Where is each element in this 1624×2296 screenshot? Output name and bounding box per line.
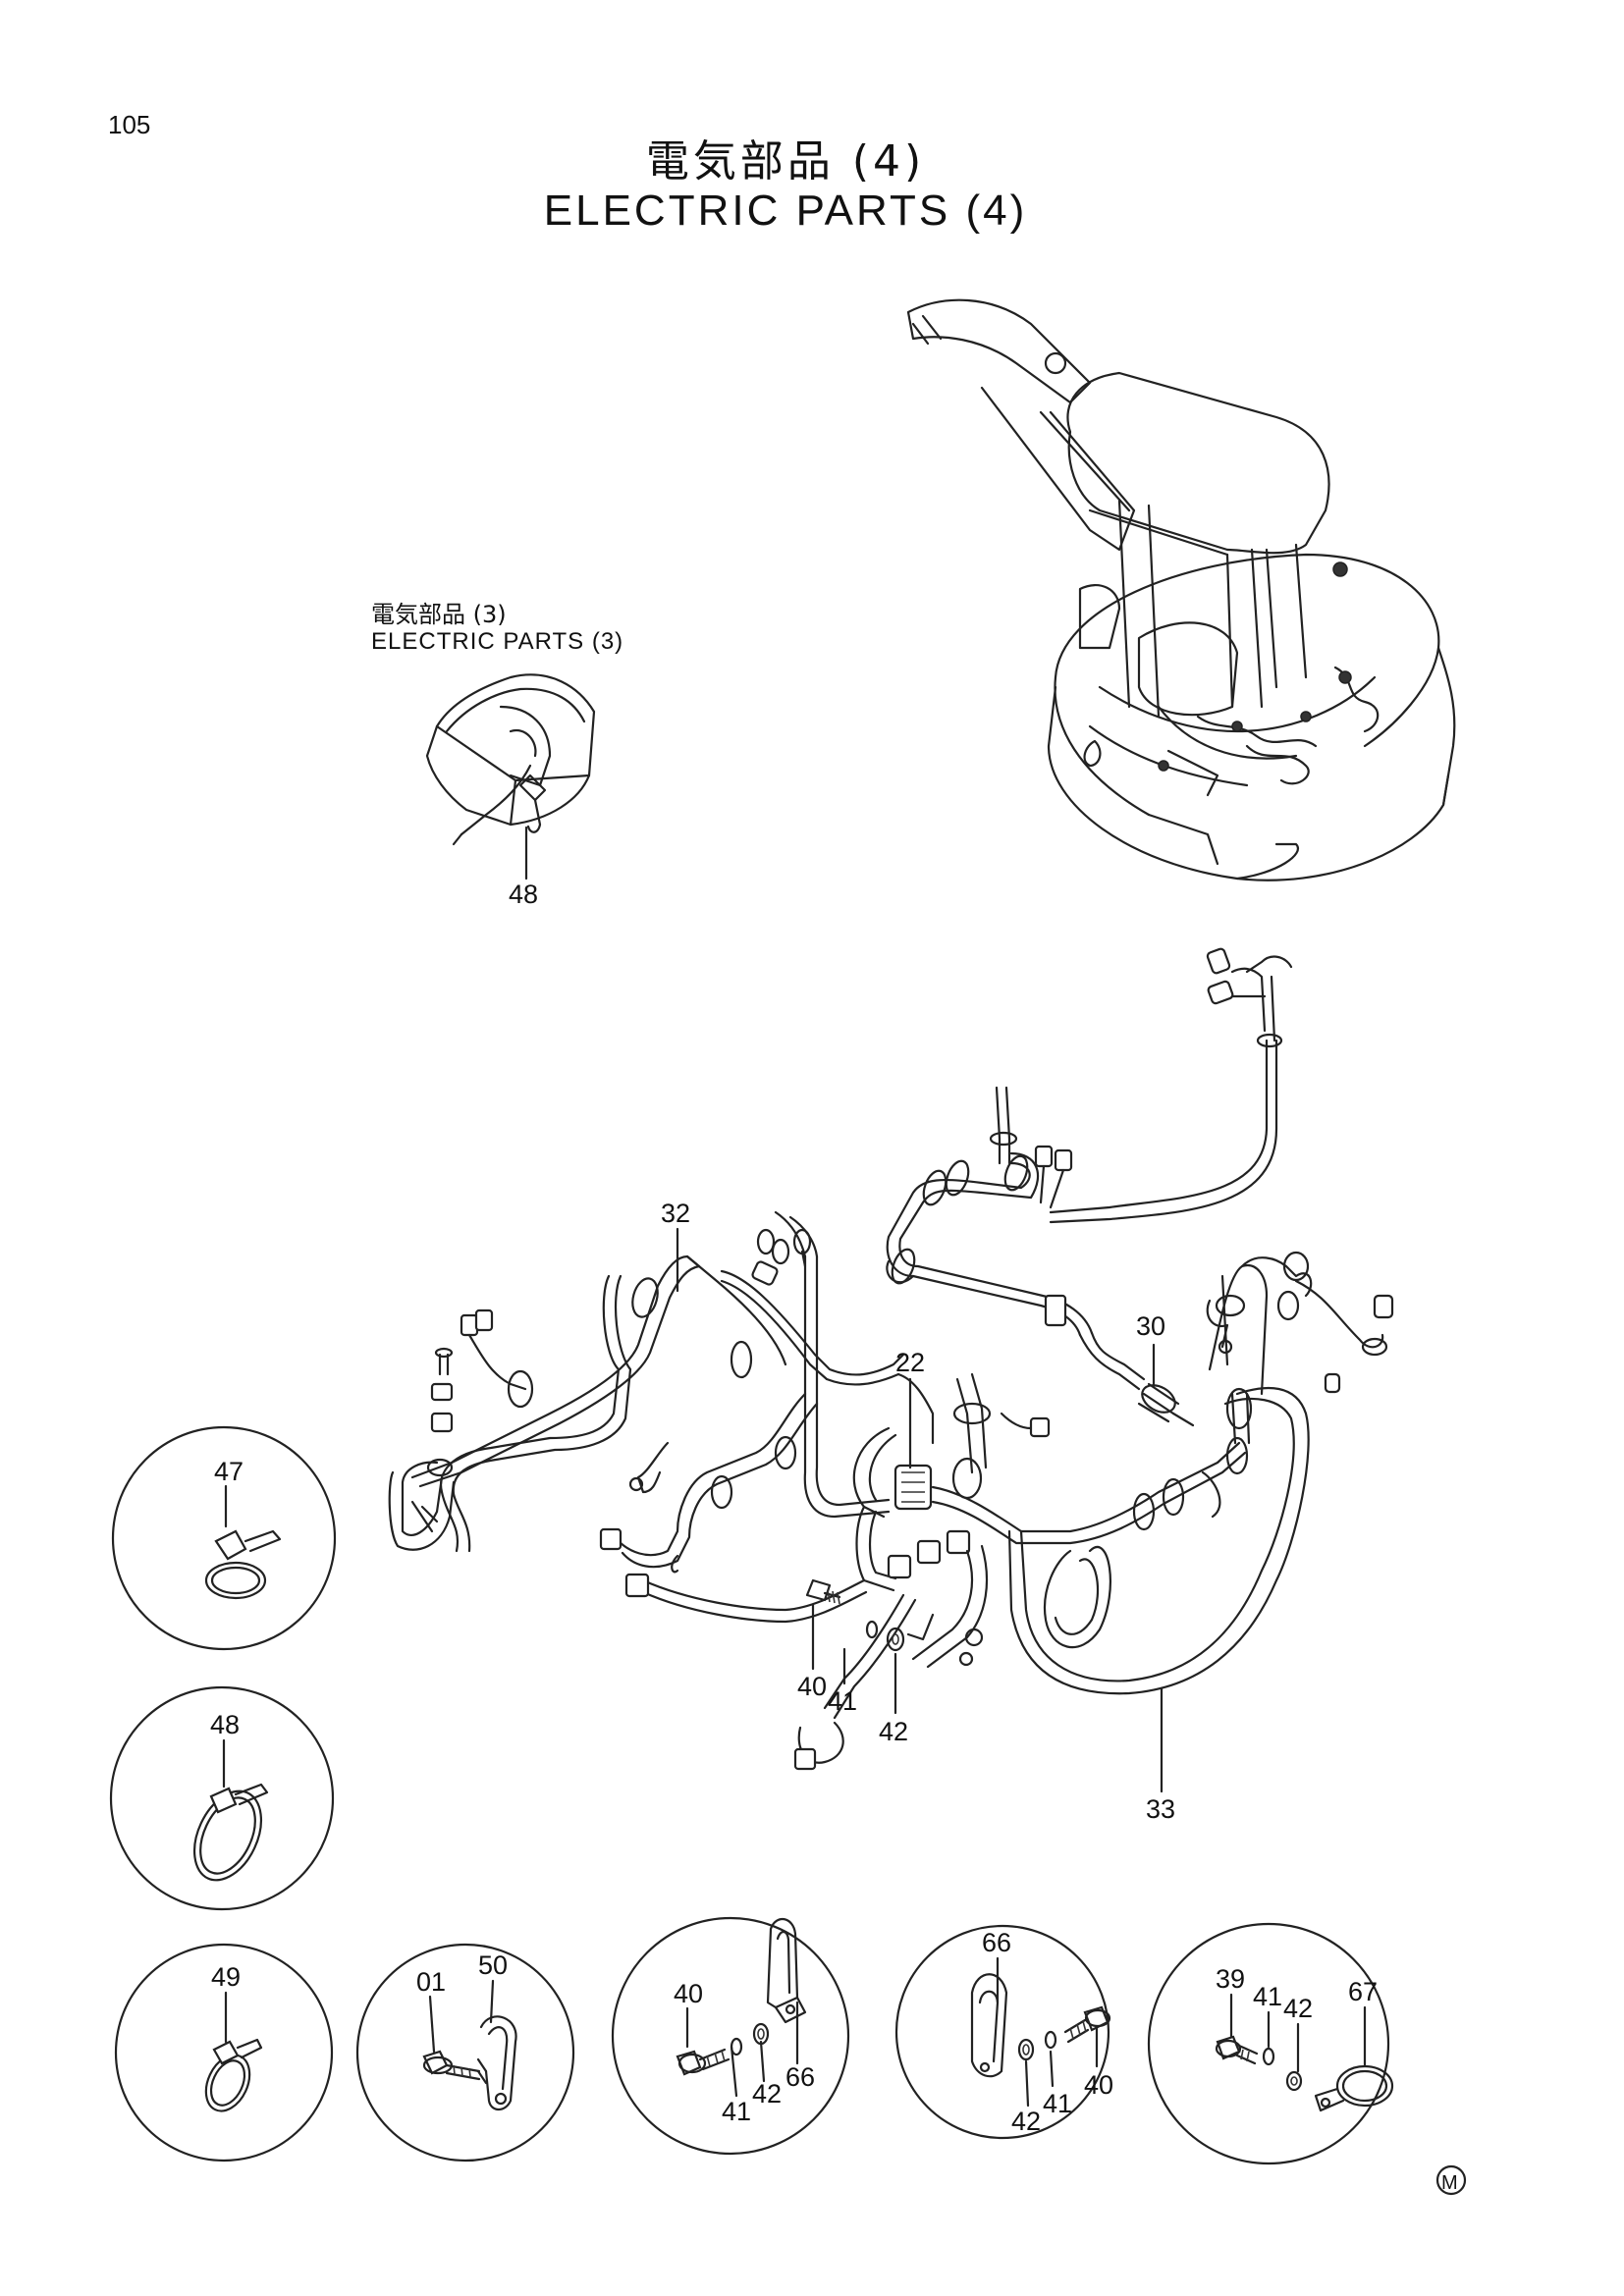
corner-mark-letter: M: [1441, 2172, 1458, 2194]
detail-67-label-39: 39: [1216, 1964, 1245, 1994]
detail-66b-label-40: 40: [1084, 2070, 1113, 2100]
page-number: 105: [108, 110, 151, 139]
detail-50-label-50: 50: [478, 1950, 508, 1980]
detail-67-label-67: 67: [1348, 1977, 1378, 2006]
detail-48-label: 48: [210, 1710, 240, 1739]
detail-50: 01 50: [355, 1943, 575, 2163]
detail-66a-label-40: 40: [674, 1979, 703, 2008]
reference-box-drawing: 48: [425, 673, 596, 909]
wiring-harness-drawing: 32 22 30 40 41 42 33: [388, 947, 1394, 1824]
detail-66-left: 40 41 42 66: [611, 1916, 850, 2156]
detail-49: 49: [114, 1943, 334, 2163]
detail-66b-label-66: 66: [982, 1928, 1011, 1957]
corner-mark: M: [1435, 2164, 1467, 2196]
page-title-jp: 電気部品 (4): [645, 136, 926, 187]
callout-40: 40: [797, 1672, 827, 1701]
detail-47-label: 47: [214, 1457, 244, 1486]
callout-42: 42: [879, 1717, 908, 1746]
detail-67: 39 41 42 67: [1147, 1922, 1394, 2165]
detail-66b-label-42: 42: [1011, 2107, 1041, 2136]
detail-66a-label-42: 42: [752, 2079, 782, 2109]
detail-48: 48: [109, 1685, 335, 1911]
detail-67-label-42: 42: [1283, 1994, 1313, 2023]
detail-67-label-41: 41: [1253, 1982, 1282, 2011]
callout-41: 41: [828, 1686, 857, 1716]
excavator-overview-drawing: [906, 298, 1456, 881]
detail-66-right: 66 42 41 40: [894, 1924, 1113, 2140]
callout-33: 33: [1146, 1794, 1175, 1824]
detail-47: 47: [111, 1425, 337, 1651]
detail-50-label-01: 01: [416, 1967, 446, 1997]
detail-66a-label-41: 41: [722, 2097, 751, 2126]
reference-title-en: ELECTRIC PARTS (3): [371, 628, 624, 655]
callout-32: 32: [661, 1199, 690, 1228]
detail-66a-label-66: 66: [785, 2062, 815, 2092]
callout-22: 22: [895, 1348, 925, 1377]
callout-30: 30: [1136, 1311, 1165, 1341]
detail-49-label: 49: [211, 1962, 241, 1992]
page-title-en: ELECTRIC PARTS (4): [543, 187, 1028, 235]
reference-title-jp: 電気部品 (3): [371, 601, 507, 628]
detail-66b-label-41: 41: [1043, 2089, 1072, 2118]
callout-48-ref: 48: [509, 880, 538, 909]
